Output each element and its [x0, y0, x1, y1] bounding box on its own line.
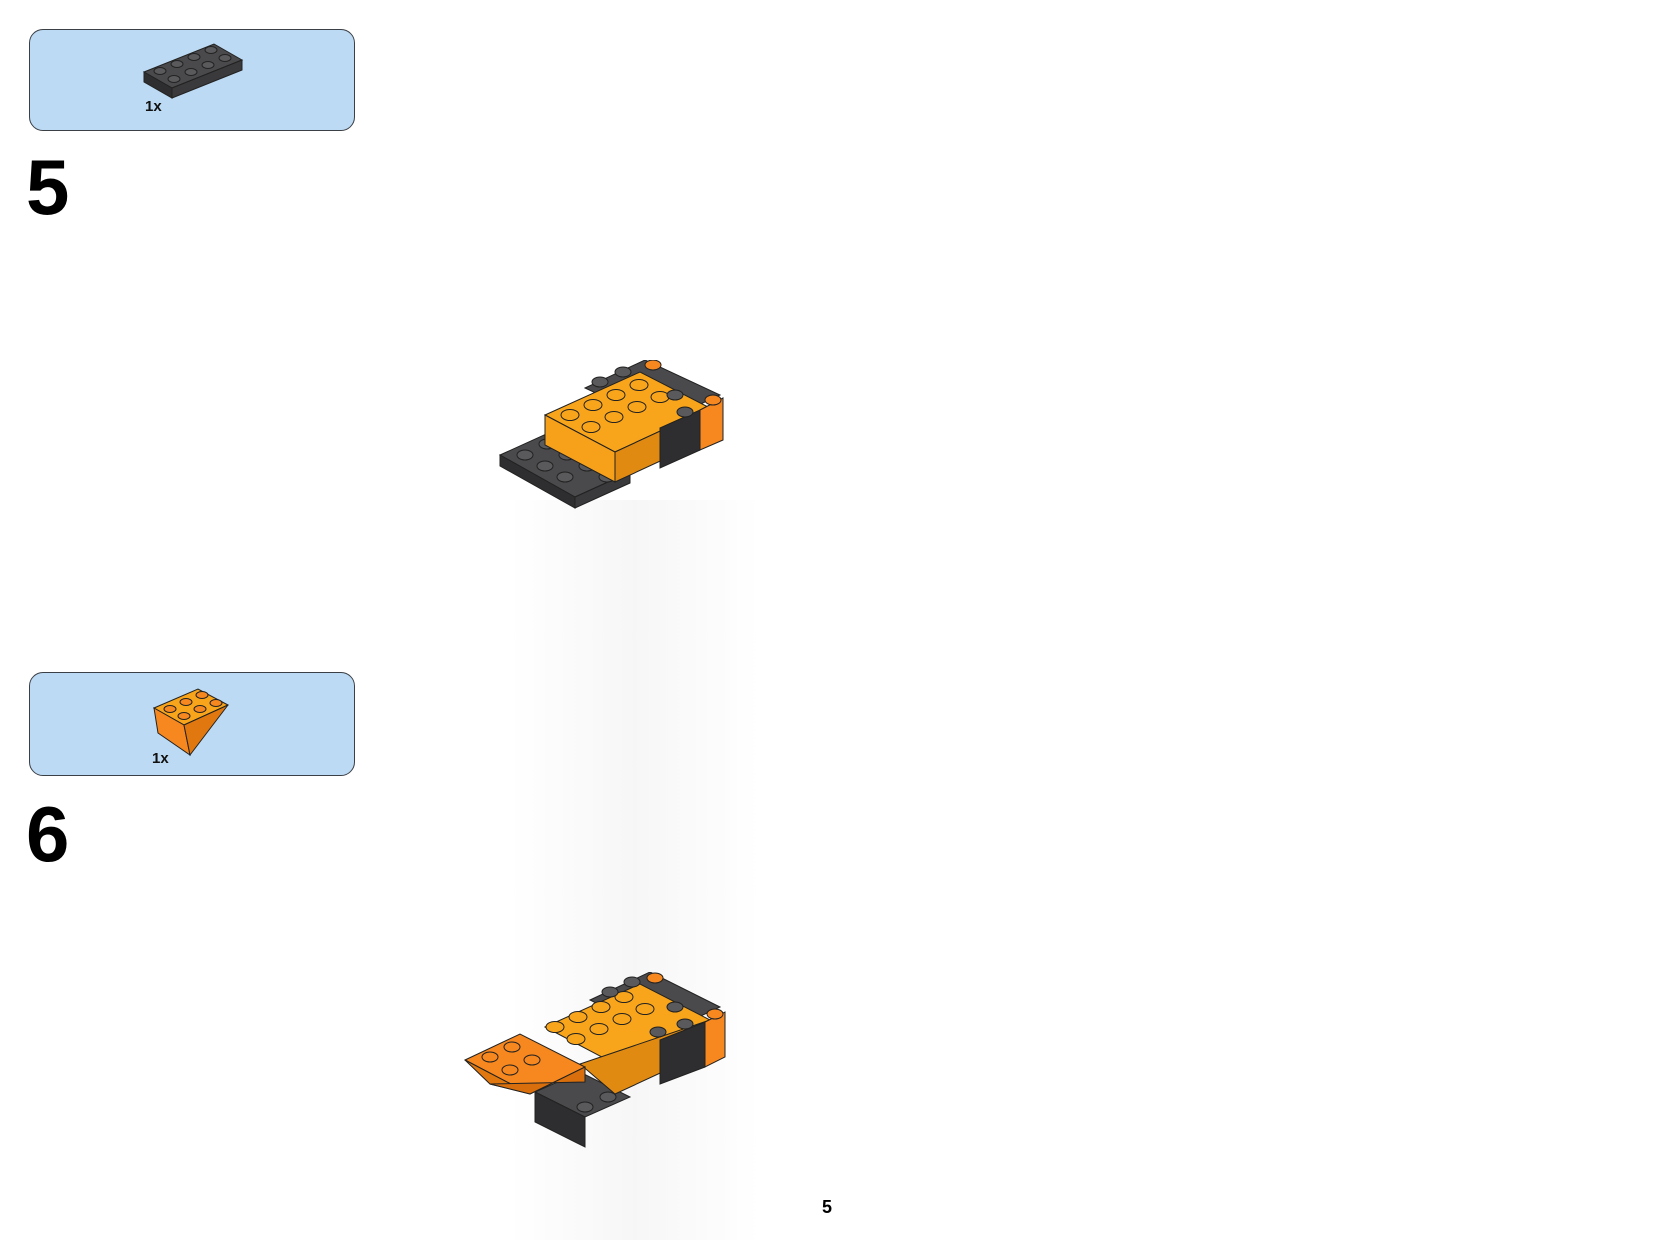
parts-callout-step-6: 1x	[29, 672, 355, 776]
step-number: 5	[26, 143, 70, 231]
part-quantity: 1x	[145, 98, 162, 115]
dark-grey-plate-2x4-icon	[142, 43, 244, 99]
parts-callout-step-5: 1x	[29, 29, 355, 131]
orange-inverted-slope-icon	[152, 688, 230, 757]
step-number: 6	[26, 790, 70, 878]
part-quantity: 1x	[152, 750, 169, 767]
page-number: 5	[822, 1197, 833, 1217]
model-assembly-step-5-icon	[498, 360, 724, 509]
model-assembly-step-6-icon	[463, 972, 726, 1148]
